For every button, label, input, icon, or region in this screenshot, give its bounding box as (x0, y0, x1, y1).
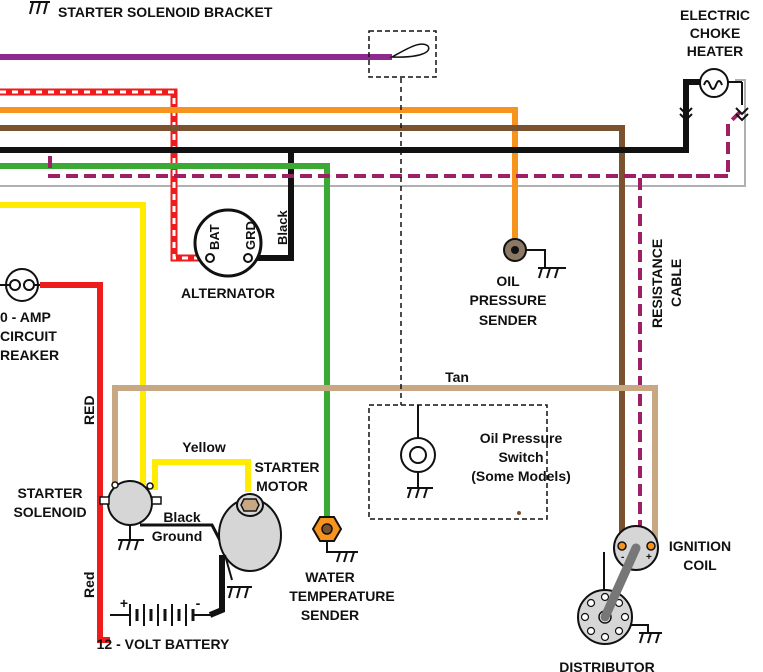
circuit-breaker-icon (0, 268, 40, 302)
water-temp-sender (311, 516, 343, 542)
coil-to-distributor-lead (600, 543, 641, 622)
choke-label-2: CHOKE (690, 25, 741, 41)
oil-switch-label-3: (Some Models) (471, 468, 571, 484)
distributor-ground-icon (630, 624, 662, 644)
alternator (193, 208, 263, 278)
breaker-label-3: REAKER (0, 347, 59, 363)
black-vertical-label: Black (275, 210, 290, 245)
choke-heater-icon (679, 68, 749, 122)
alternator-label: ALTERNATOR (181, 285, 275, 301)
black-ground-label-1: Black (163, 509, 201, 525)
black-battery-wire (208, 555, 225, 618)
breaker-label-1: 0 - AMP (0, 309, 51, 325)
alternator-bat-label: BAT (207, 224, 222, 250)
solenoid-ground-icon (118, 525, 144, 551)
starter-ground-icon (224, 554, 252, 599)
oil-sender-label-3: SENDER (479, 312, 537, 328)
svg-text:+: + (646, 552, 652, 563)
battery-icon (110, 604, 212, 626)
water-sender-label-3: SENDER (301, 607, 359, 623)
battery-minus: - (196, 595, 201, 611)
battery-label: 12 - VOLT BATTERY (97, 636, 230, 652)
choke-label-3: HEATER (687, 43, 744, 59)
terminal-ring-icon (389, 43, 430, 58)
ignition-label-1: IGNITION (669, 538, 731, 554)
yellow-wire-starter (152, 459, 251, 492)
green-wire (0, 163, 330, 520)
oil-sender-label-2: PRESSURE (469, 292, 546, 308)
tan-label: Tan (445, 369, 469, 385)
ignition-label-2: COIL (683, 557, 717, 573)
harness-outline (0, 79, 746, 187)
starter-motor-label-2: MOTOR (256, 478, 308, 494)
water-sender-label-2: TEMPERATURE (289, 588, 395, 604)
choke-label-1: ELECTRIC (680, 7, 750, 23)
black-ground-label-2: Ground (152, 528, 203, 544)
breaker-label-2: CIRCUIT (0, 328, 57, 344)
starter-motor-label-1: STARTER (254, 459, 319, 475)
oil-sender-label-1: OIL (496, 273, 520, 289)
red-upper-label: RED (81, 395, 97, 425)
red-lower-label: Red (81, 572, 97, 598)
oil-switch-dot (517, 511, 521, 515)
bracket-label: STARTER SOLENOID BRACKET (58, 4, 273, 20)
distributor-label: DISTRIBUTOR (559, 659, 654, 672)
alternator-grd-label: GRD (243, 221, 258, 250)
starter-motor (218, 493, 282, 572)
oil-sender-ground-icon (526, 249, 566, 279)
oil-switch-label-1: Oil Pressure (480, 430, 563, 446)
oil-switch-box (368, 404, 548, 520)
brown-wire (0, 125, 625, 545)
oil-switch-icon (400, 405, 436, 499)
oil-switch-label-2: Switch (498, 449, 543, 465)
svg-text:-: - (621, 552, 624, 563)
starter-solenoid (99, 480, 162, 526)
battery-plus: + (120, 595, 128, 611)
yellow-label: Yellow (182, 439, 226, 455)
orange-wire (0, 107, 518, 240)
solenoid-label-2: SOLENOID (13, 504, 86, 520)
bracket-box (368, 30, 437, 78)
water-sender-ground-icon (326, 541, 358, 563)
tan-wire (112, 385, 658, 545)
resistance-label-2: CABLE (668, 259, 684, 307)
red-wire (40, 282, 110, 643)
yellow-wire-left (0, 202, 146, 485)
resistance-label-1: RESISTANCE (649, 239, 665, 328)
bracket-ground-icon (29, 1, 50, 15)
black-wire-alternator (248, 150, 294, 261)
oil-pressure-sender (503, 238, 527, 262)
water-sender-label-1: WATER (305, 569, 355, 585)
solenoid-label-1: STARTER (17, 485, 82, 501)
